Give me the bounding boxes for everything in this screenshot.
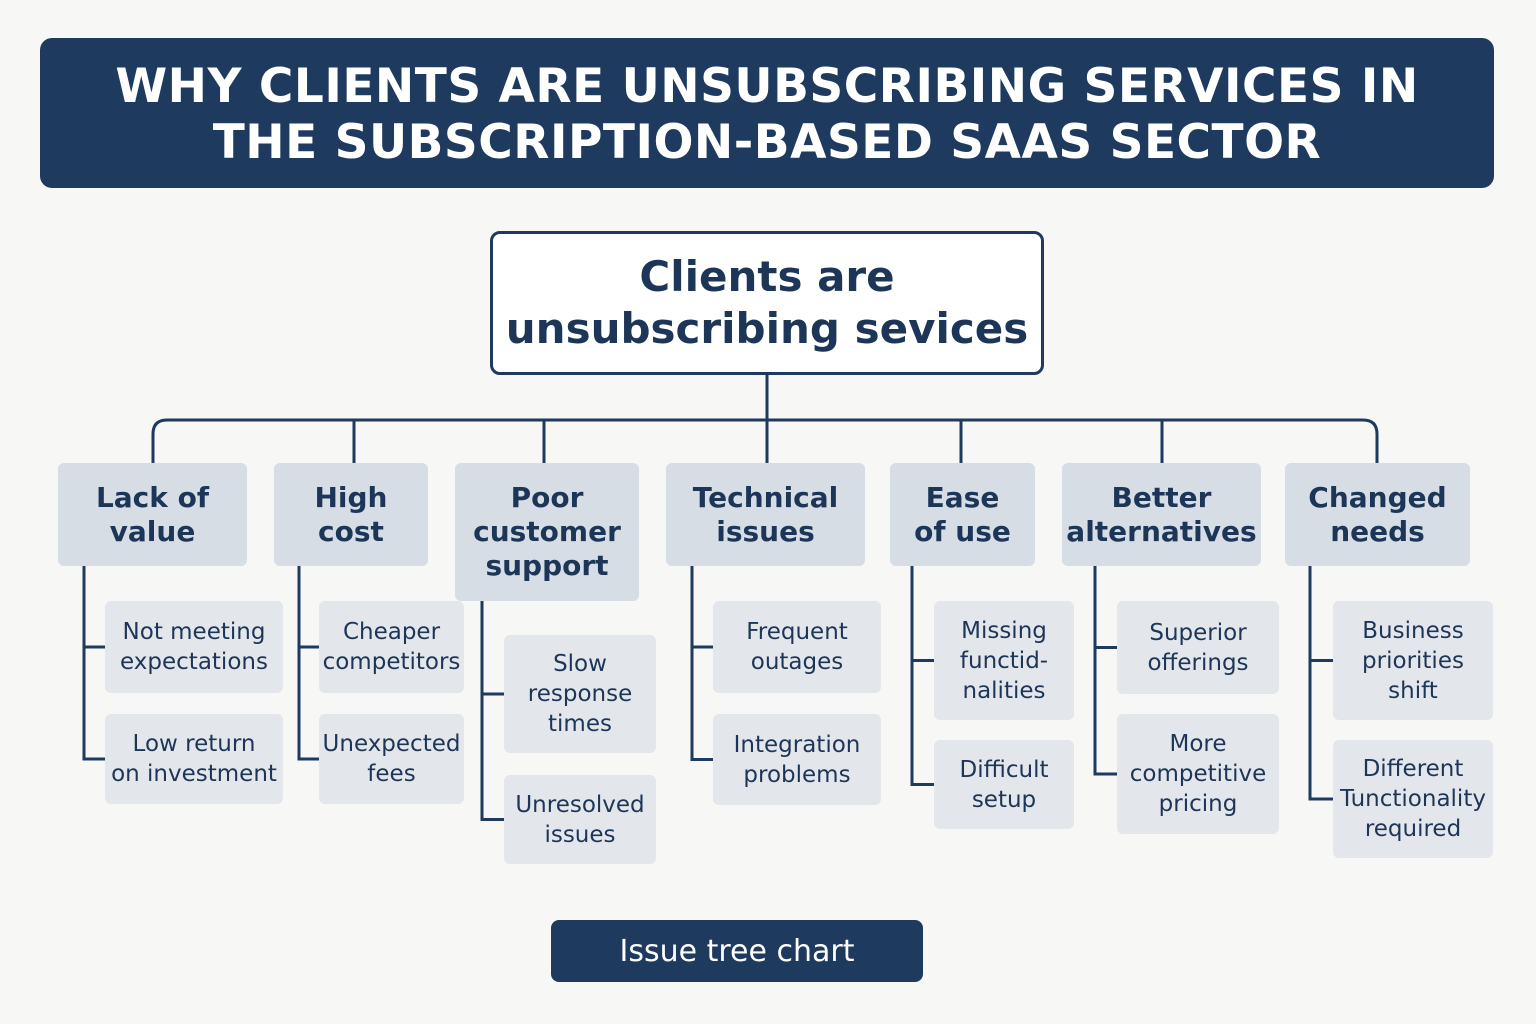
cause-spine-line <box>910 566 934 786</box>
cause-label: pricing <box>1158 791 1238 817</box>
cause-box: More competitive pricing <box>1117 714 1279 834</box>
cause-label: Superior <box>1149 619 1247 646</box>
cause-label: Unexpected <box>322 731 461 757</box>
cause-label: Low return <box>132 731 256 757</box>
category-label: Technical <box>692 480 839 514</box>
category-label: Ease <box>925 480 1000 514</box>
cause-spine-line <box>690 566 713 761</box>
category-label: alternatives <box>1066 514 1257 548</box>
category-label: Changed <box>1308 480 1447 514</box>
cause-label: issues <box>544 821 616 848</box>
category-label: issues <box>716 514 815 548</box>
cause-label: competitive <box>1129 761 1267 787</box>
category-label: High <box>314 480 388 514</box>
cause-label: Difficult <box>959 756 1049 783</box>
cause-label: fees <box>367 761 416 787</box>
cause-box: Business priorities shift <box>1333 601 1493 720</box>
cause-label: problems <box>743 761 851 788</box>
cause-label: on investment <box>111 761 277 787</box>
cause-spine-line <box>480 601 504 821</box>
category-label: cost <box>318 514 384 548</box>
cause-label: setup <box>971 786 1037 813</box>
cause-box: Difficult setup <box>934 740 1074 829</box>
root-problem-box: Clients are unsubscribing sevices <box>490 231 1044 375</box>
cause-label: expectations <box>120 649 268 675</box>
cause-label: shift <box>1388 677 1438 704</box>
cause-label: Slow <box>553 651 607 677</box>
cause-box: Integration problems <box>713 714 881 805</box>
category-label: support <box>485 549 609 582</box>
cause-box: Cheaper competitors <box>319 601 464 693</box>
root-problem-line: unsubscribing sevices <box>505 304 1029 353</box>
cause-spine-line <box>1093 566 1117 776</box>
cause-label: Tunctionality <box>1340 786 1486 812</box>
cause-label: Not meeting <box>122 619 266 645</box>
cause-label: Cheaper <box>342 619 441 645</box>
chart-type-label: Issue tree chart <box>551 920 923 982</box>
cause-label: required <box>1364 816 1462 842</box>
cause-label: priorities <box>1362 647 1464 674</box>
category-label: needs <box>1330 514 1425 548</box>
cause-label: outages <box>750 649 844 675</box>
cause-label: Missing <box>961 617 1047 644</box>
category-label: Poor <box>510 481 584 514</box>
root-problem-line: Clients are <box>639 252 895 301</box>
cause-label: Unresolved <box>515 791 645 818</box>
cause-box: Superior offerings <box>1117 601 1279 694</box>
cause-label: offerings <box>1147 649 1249 676</box>
cause-box: Frequent outages <box>713 601 881 693</box>
cause-label: Frequent <box>746 619 848 645</box>
category-label: customer <box>473 515 621 548</box>
cause-box: Low return on investment <box>105 714 283 804</box>
cause-box: Missing functid-nalities <box>934 601 1074 720</box>
category-label: value <box>109 514 196 548</box>
chart-type-label-text: Issue tree chart <box>619 933 855 969</box>
cause-spine-line <box>82 566 105 761</box>
cause-label: functid- <box>959 647 1049 674</box>
cause-label: competitors <box>322 649 461 675</box>
cause-box: Not meeting expectations <box>105 601 283 693</box>
cause-box: Unresolved issues <box>504 775 656 864</box>
category-label: Lack of <box>95 480 210 514</box>
category-label: Better <box>1111 480 1212 514</box>
cause-label: More <box>1169 731 1227 757</box>
cause-label: Different <box>1362 756 1464 782</box>
cause-label: nalities <box>962 677 1046 704</box>
title-line: THE SUBSCRIPTION-BASED SAAS SECTOR <box>212 115 1322 170</box>
category-label: of use <box>914 514 1011 548</box>
cause-label: response <box>527 681 633 707</box>
cause-spine-line <box>297 566 319 761</box>
title-banner: WHY CLIENTS ARE UNSUBSCRIBING SERVICES I… <box>40 38 1494 188</box>
branch-bus-line <box>151 418 1379 463</box>
cause-label: Integration <box>733 731 861 758</box>
cause-box: Slow response times <box>504 635 656 753</box>
cause-spine-line <box>1308 566 1333 801</box>
cause-label: Business <box>1362 617 1464 644</box>
title-line: WHY CLIENTS ARE UNSUBSCRIBING SERVICES I… <box>115 59 1419 114</box>
cause-box: Unexpected fees <box>319 714 464 804</box>
cause-label: times <box>548 711 612 737</box>
